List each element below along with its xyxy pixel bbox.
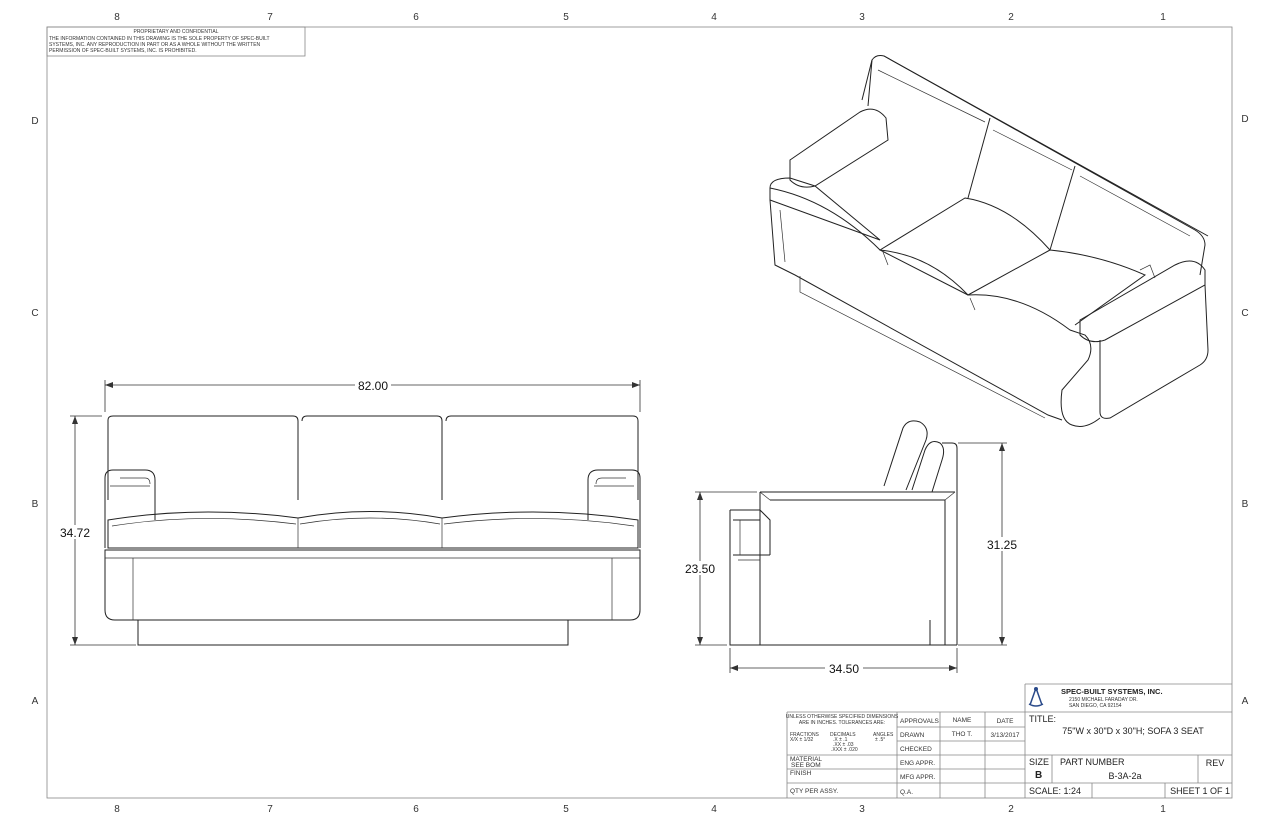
tolerance-note: ARE IN INCHES. TOLERANCES ARE:	[799, 720, 885, 726]
zone-col-7: 7	[267, 804, 273, 815]
sheet-number: SHEET 1 OF 1	[1170, 786, 1230, 796]
notice-line: SYSTEMS, INC. ANY REPRODUCTION IN PART O…	[49, 42, 261, 48]
zone-col-1: 1	[1160, 804, 1166, 815]
zone-col-5: 5	[563, 12, 569, 23]
dim-front-height: 34.72	[60, 526, 90, 540]
part-number: B-3A-2a	[1108, 771, 1141, 781]
zone-labels-bottom: 8 7 6 5 4 3 2 1	[114, 804, 1166, 815]
checked-label: CHECKED	[900, 746, 932, 753]
notice-heading: PROPRIETARY AND CONFIDENTIAL	[133, 29, 218, 35]
fractions-label: FRACTIONS	[790, 732, 820, 738]
dim-side-seat-height: 23.50	[685, 562, 715, 576]
size-label: SIZE	[1029, 757, 1049, 767]
zone-col-6: 6	[413, 804, 419, 815]
zone-row-d: D	[1241, 114, 1248, 125]
zone-col-5: 5	[563, 804, 569, 815]
drawn-name: THO T.	[952, 731, 973, 738]
decimals-xx: .XX ± .03	[833, 742, 854, 748]
dim-front-width: 82.00	[358, 379, 388, 393]
zone-col-7: 7	[267, 12, 273, 23]
drawn-date: 3/13/2017	[991, 732, 1020, 739]
part-number-label: PART NUMBER	[1060, 757, 1125, 767]
decimals-xxx: .XXX ± .020	[831, 747, 858, 753]
zone-col-8: 8	[114, 804, 120, 815]
size-value: B	[1035, 770, 1042, 781]
drawn-label: DRAWN	[900, 732, 925, 739]
zone-row-c: C	[31, 308, 38, 319]
date-header: DATE	[997, 718, 1015, 725]
rev-label: REV	[1206, 758, 1225, 768]
zone-col-2: 2	[1008, 12, 1014, 23]
angles-value: ± .5°	[875, 737, 885, 743]
eng-appr-label: ENG APPR.	[900, 760, 935, 767]
company-address-2: SAN DIEGO, CA 92154	[1069, 703, 1122, 709]
zone-row-a: A	[32, 696, 39, 707]
scale: SCALE: 1:24	[1029, 786, 1081, 796]
notice-line: THE INFORMATION CONTAINED IN THIS DRAWIN…	[49, 36, 270, 42]
zone-col-4: 4	[711, 12, 717, 23]
zone-row-a: A	[1242, 696, 1249, 707]
fractions-value: X/X ± 1/32	[790, 737, 814, 743]
zone-col-3: 3	[859, 804, 865, 815]
mfg-appr-label: MFG APPR.	[900, 774, 936, 781]
sheet-border	[46, 26, 1233, 799]
proprietary-notice: PROPRIETARY AND CONFIDENTIAL THE INFORMA…	[46, 26, 306, 57]
name-header: NAME	[953, 717, 972, 724]
zone-col-3: 3	[859, 12, 865, 23]
material-value: SEE BOM	[791, 762, 821, 769]
front-view: 82.00 34.72	[56, 379, 641, 646]
approvals-header: APPROVALS	[900, 718, 940, 725]
company-logo	[1028, 687, 1044, 707]
zone-col-2: 2	[1008, 804, 1014, 815]
zone-row-d: D	[31, 116, 38, 127]
company-name: SPEC-BUILT SYSTEMS, INC.	[1061, 687, 1163, 696]
zone-col-8: 8	[114, 12, 120, 23]
isometric-view	[769, 55, 1209, 427]
decimals-x: .X ± .1	[833, 737, 848, 743]
qty-label: QTY PER ASSY.	[790, 788, 838, 795]
zone-row-c: C	[1241, 308, 1248, 319]
dim-side-height: 31.25	[987, 538, 1017, 552]
zone-labels-left: D C B A	[31, 116, 38, 707]
drawing-title: 75"W x 30"D x 30"H; SOFA 3 SEAT	[1062, 726, 1204, 736]
zone-labels-top: 8 7 6 5 4 3 2 1	[114, 12, 1166, 23]
material-label: MATERIAL	[790, 756, 822, 763]
decimals-label: DECIMALS	[830, 732, 856, 738]
finish-label: FINISH	[790, 770, 812, 777]
tolerance-note: UNLESS OTHERWISE SPECIFIED DIMENSIONS	[786, 714, 899, 720]
zone-row-b: B	[32, 499, 39, 510]
zone-col-4: 4	[711, 804, 717, 815]
zone-col-6: 6	[413, 12, 419, 23]
zone-row-b: B	[1242, 499, 1249, 510]
title-label: TITLE:	[1029, 714, 1056, 724]
angles-label: ANGLES	[873, 732, 894, 738]
zone-labels-right: D C B A	[1241, 114, 1248, 707]
company-address-1: 2150 MICHAEL FARADAY DR.	[1069, 697, 1138, 703]
side-view: 23.50 31.25 34.50	[681, 420, 1021, 676]
zone-col-1: 1	[1160, 12, 1166, 23]
title-block: SPEC-BUILT SYSTEMS, INC. 2150 MICHAEL FA…	[786, 683, 1232, 798]
qa-label: Q.A.	[900, 789, 913, 796]
notice-line: PERMISSION OF SPEC-BUILT SYSTEMS, INC. I…	[49, 48, 197, 54]
dim-side-depth: 34.50	[829, 662, 859, 676]
